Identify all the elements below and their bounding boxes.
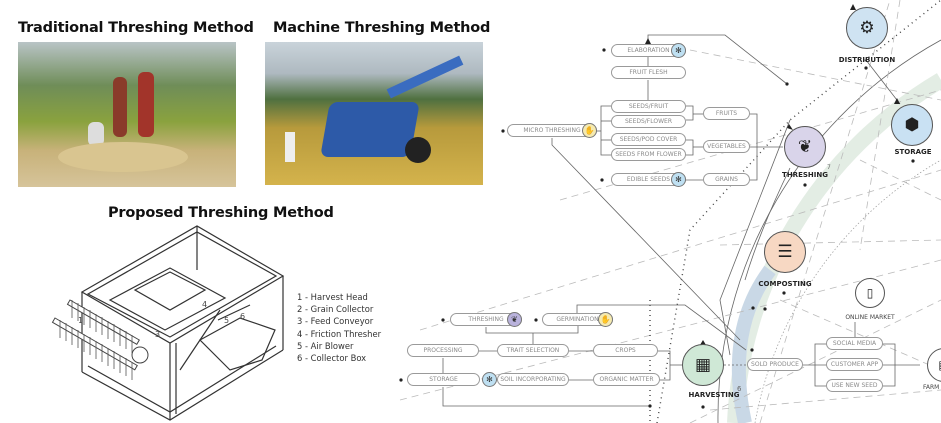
micro-threshing-pill: MICRO THRESHING✋ <box>507 123 597 138</box>
snowflake-icon: ✻ <box>671 172 686 187</box>
farm-icon: ▤ <box>938 358 941 372</box>
germination-pill: GERMINATION✋ <box>542 312 613 327</box>
germination-label: GERMINATION <box>556 316 599 323</box>
social-media-pill: SOCIAL MEDIA <box>826 337 883 350</box>
proposed-title: Proposed Threshing Method <box>108 205 334 221</box>
composting-node: ☰ <box>764 231 806 273</box>
part-number-4: 4 <box>202 300 208 309</box>
processing-pill: PROCESSING <box>407 344 479 357</box>
elaboration-label: ELABORATION <box>627 47 670 54</box>
legend-item: 2 - Grain Collector <box>297 304 374 315</box>
threshing-pill: THRESHING❦ <box>450 312 522 327</box>
network-icon: ⚙ <box>859 18 875 38</box>
crops-pill: CROPS <box>593 344 658 357</box>
threshing-number: 7 <box>827 164 831 171</box>
legend-item: 3 - Feed Conveyor <box>297 316 374 327</box>
harvesting-number: 6 <box>737 385 742 393</box>
threshing-label: THRESHING <box>468 316 504 323</box>
seeds-from-flower-pill: SEEDS FROM FLOWER <box>611 148 686 161</box>
micro-threshing-label: MICRO THRESHING <box>523 127 581 134</box>
legend-item: 6 - Collector Box <box>297 353 367 364</box>
threshing-node: ❦ <box>784 126 826 168</box>
distribution-label: DISTRIBUTION <box>838 56 896 64</box>
organic-matter-pill: ORGANIC MATTER <box>593 373 660 386</box>
online-market-node: ▯ <box>855 278 885 308</box>
composting-label: COMPOSTING <box>758 280 812 288</box>
use-new-seed-pill: USE NEW SEED <box>826 379 883 392</box>
part-number-1: 1 <box>78 316 84 325</box>
harvesting-label: HARVESTING <box>688 391 740 399</box>
storage-pill: STORAGE ✻ <box>407 372 497 387</box>
traditional-title: Traditional Threshing Method <box>18 20 254 36</box>
farm-label: FARM <box>923 384 940 391</box>
edible-seeds-pill: EDIBLE SEEDS✻ <box>611 172 686 187</box>
harvesting-node: ▦ <box>682 344 724 386</box>
legend-item: 1 - Harvest Head <box>297 292 368 302</box>
storage-node: ⬢ <box>891 104 933 146</box>
traditional-threshing-photo <box>18 42 236 187</box>
distribution-node: ⚙ <box>846 7 888 49</box>
seeds-fruit-pill: SEEDS/FRUIT <box>611 100 686 113</box>
online-market-label: ONLINE MARKET <box>845 314 895 321</box>
threshing-node-label: THRESHING <box>782 171 828 179</box>
phone-cart-icon: ▯ <box>866 286 874 300</box>
fruits-pill: FRUITS <box>703 107 750 120</box>
storage-node-label: STORAGE <box>894 148 932 156</box>
seed-hand-icon: ✋ <box>598 312 613 327</box>
seeds-pod-cover-pill: SEEDS/POD COVER <box>611 133 686 146</box>
snowflake-icon: ✻ <box>482 372 497 387</box>
part-number-5: 5 <box>224 316 230 325</box>
legend-item: 4 - Friction Thresher <box>297 328 382 339</box>
grains-pill: GRAINS <box>703 173 750 186</box>
storage-label: STORAGE <box>429 376 458 383</box>
seeds-flower-pill: SEEDS/FLOWER <box>611 115 686 128</box>
part-number-6: 6 <box>240 312 246 321</box>
sprout-icon: ❦ <box>797 137 813 157</box>
sold-produce-pill: SOLD PRODUCE <box>747 358 803 371</box>
vegetables-pill: VEGETABLES <box>703 140 750 153</box>
trait-selection-pill: TRAIT SELECTION <box>497 344 569 357</box>
soil-incorporating-pill: SOIL INCORPORATING <box>497 373 569 386</box>
compost-bin-icon: ☰ <box>777 242 793 262</box>
parts-legend: 1 - Harvest Head 2 - Grain Collector 3 -… <box>297 291 381 364</box>
edible-seeds-label: EDIBLE SEEDS <box>626 176 671 183</box>
seed-hand-icon: ✋ <box>582 123 597 138</box>
box-icon: ⬢ <box>904 115 920 135</box>
legend-item: 5 - Air Blower <box>297 340 354 351</box>
elaboration-pill: ELABORATION✻ <box>611 43 686 58</box>
machine-title: Machine Threshing Method <box>273 20 491 36</box>
snowflake-icon: ✻ <box>671 43 686 58</box>
fruit-flesh-pill: FRUIT FLESH <box>611 66 686 79</box>
machine-threshing-photo <box>265 42 483 185</box>
harvest-icon: ▦ <box>694 355 712 375</box>
part-number-3: 3 <box>155 330 161 339</box>
customer-app-pill: CUSTOMER APP <box>826 358 883 371</box>
plant-icon: ❦ <box>507 312 522 327</box>
